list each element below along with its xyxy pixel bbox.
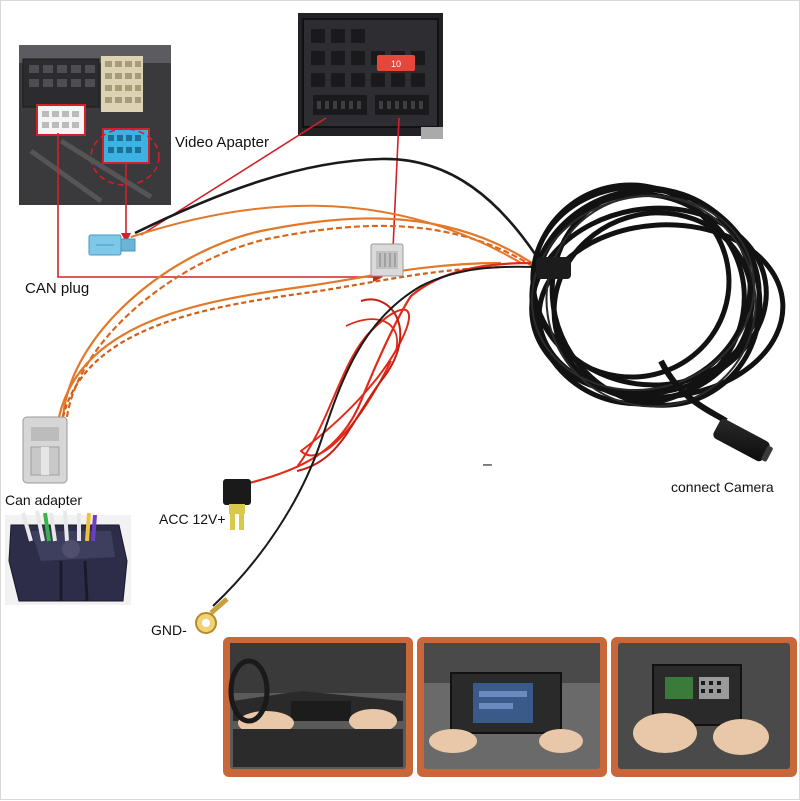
pointer-arrowheads: [121, 233, 383, 282]
installation-step-1-photo: [223, 637, 413, 777]
installation-step-2-photo: [417, 637, 607, 777]
fuse-rating: 10: [391, 59, 401, 69]
acc-power-wire: [240, 261, 532, 487]
ground-wire: [212, 265, 537, 607]
can-adapter-photo: [5, 510, 131, 605]
blade-fuse-icon: [377, 55, 415, 71]
can-plug-label: CAN plug: [25, 280, 90, 297]
camera-cable-coil: [529, 182, 786, 408]
installation-step-3-photo: [611, 637, 797, 777]
harness-connector-photo: [19, 45, 171, 205]
connect-camera-label: connect Camera: [671, 479, 774, 495]
inline-fuse-icon: [223, 479, 251, 530]
video-adapter-label: Video Apapter: [175, 134, 269, 151]
head-unit-connector-photo: 10: [298, 13, 443, 139]
can-port-highlight: [36, 104, 86, 136]
orange-can-wires: [57, 204, 544, 418]
video-port-highlight: [102, 128, 150, 164]
can-adapter-connector: [22, 416, 68, 484]
gnd-label: GND-: [151, 622, 187, 638]
camera-connector: [713, 419, 773, 462]
ring-terminal-icon: [195, 597, 229, 634]
acc-label: ACC 12V+: [159, 511, 226, 527]
can-adapter-label: Can adapter: [5, 492, 83, 508]
video-wire: [134, 157, 543, 264]
can-plug: [370, 243, 404, 277]
dash-mark: –: [483, 456, 492, 473]
video-plug: [88, 234, 136, 256]
cable-junction: [536, 257, 571, 279]
